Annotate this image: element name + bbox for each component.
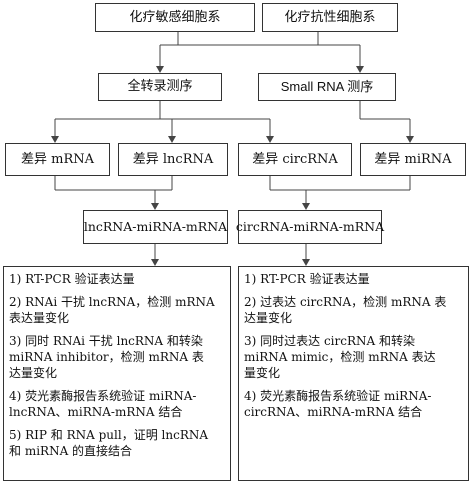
lncrna-network-box: lncRNA-miRNA-mRNA	[83, 210, 228, 244]
list-item: 3) 同时 RNAi 干扰 lncRNA 和转染 miRNA inhibitor…	[9, 334, 204, 380]
resistant-cell-line-box: 化疗抗性细胞系	[262, 3, 398, 32]
full-transcriptome-box: 全转录测序	[98, 73, 222, 101]
diff-circrna-label: 差异 circRNA	[252, 151, 338, 167]
sensitive-cell-line-box: 化疗敏感细胞系	[95, 3, 255, 32]
lncrna-network-label: lncRNA-miRNA-mRNA	[83, 219, 228, 234]
diff-lncrna-box: 差异 lncRNA	[118, 143, 228, 176]
diff-lncrna-label: 差异 lncRNA	[132, 151, 214, 167]
resistant-cell-line-label: 化疗抗性细胞系	[284, 9, 376, 25]
full-transcriptome-label: 全转录测序	[127, 79, 193, 94]
list-item: 1) RT-PCR 验证表达量	[244, 272, 370, 286]
list-item: 4) 荧光素酶报告系统验证 miRNA- circRNA、miRNA-mRNA …	[244, 389, 432, 419]
small-rna-seq-box: Small RNA 测序	[258, 73, 396, 101]
diff-mirna-box: 差异 miRNA	[360, 143, 466, 176]
diff-circrna-box: 差异 circRNA	[238, 143, 352, 176]
lncrna-validation-list: 1) RT-PCR 验证表达量 2) RNAi 干扰 lncRNA，检测 mRN…	[3, 266, 231, 481]
circrna-network-box: circRNA-miRNA-mRNA	[235, 210, 385, 244]
list-item: 2) RNAi 干扰 lncRNA，检测 mRNA 表达量变化	[9, 295, 215, 325]
list-item: 3) 同时过表达 circRNA 和转染 miRNA mimic，检测 mRNA…	[244, 334, 436, 380]
list-item: 1) RT-PCR 验证表达量	[9, 272, 135, 286]
list-item: 4) 荧光素酶报告系统验证 miRNA- lncRNA、miRNA-mRNA 结…	[9, 389, 197, 419]
sensitive-cell-line-label: 化疗敏感细胞系	[129, 9, 221, 25]
circrna-network-label: circRNA-miRNA-mRNA	[235, 219, 385, 234]
circrna-validation-list: 1) RT-PCR 验证表达量 2) 过表达 circRNA，检测 mRNA 表…	[238, 266, 469, 481]
diff-mrna-box: 差异 mRNA	[5, 143, 110, 176]
list-item: 5) RIP 和 RNA pull，证明 lncRNA 和 miRNA 的直接结…	[9, 428, 209, 458]
diff-mirna-label: 差异 miRNA	[374, 151, 452, 167]
list-item: 2) 过表达 circRNA，检测 mRNA 表 达量变化	[244, 295, 447, 325]
diff-mrna-label: 差异 mRNA	[20, 151, 94, 167]
small-rna-seq-label: Small RNA 测序	[280, 79, 374, 94]
